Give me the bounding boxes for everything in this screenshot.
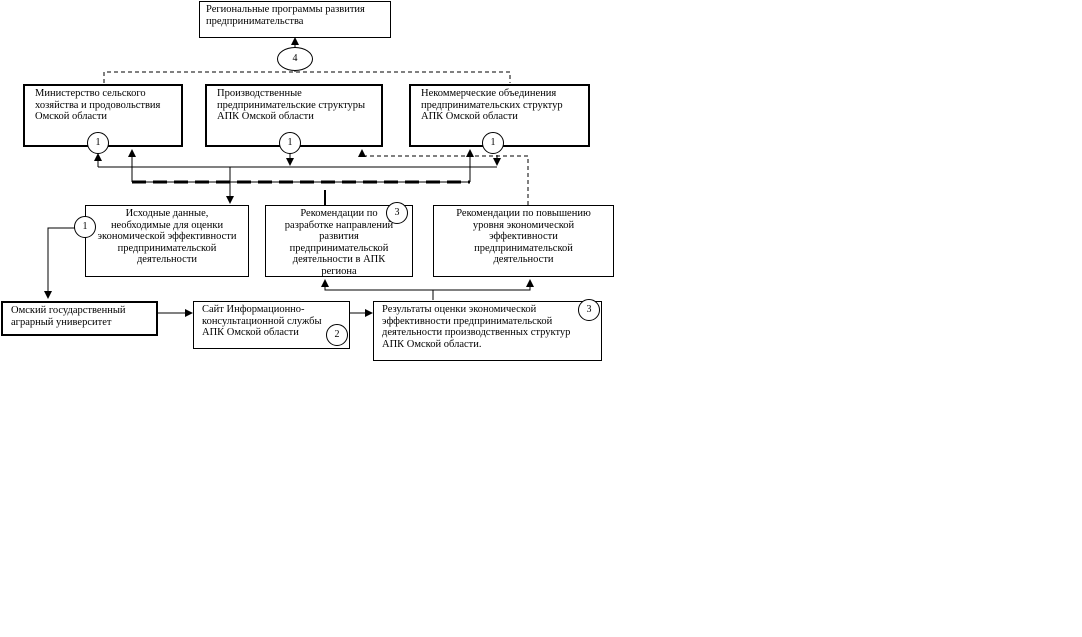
marker-ministry: 1 [87, 132, 109, 154]
production-structures-label: Производственные предпринимательские стр… [217, 88, 366, 122]
dashed-link-regional [103, 71, 511, 83]
arrow-to-recommendations-directions [321, 279, 433, 291]
noncommercial-label: Некоммерческие объединения предпринимате… [421, 88, 563, 122]
initial-data-label: Исходные данные, необходимые для оценки … [97, 208, 237, 265]
dashed-link-efficiency [358, 149, 529, 205]
initial-data-box: Исходные данные, необходимые для оценки … [85, 205, 249, 277]
marker-noncommercial: 1 [482, 132, 504, 154]
regional-programs-box: Региональные программы развития предприн… [199, 1, 391, 38]
arrow-to-recommendations-efficiency [433, 279, 534, 291]
ministry-label: Министерство сельского хозяйства и продо… [35, 88, 161, 122]
link-to-university [44, 227, 75, 299]
recommendations-efficiency-box: Рекомендации по повышению уровня экономи… [433, 205, 614, 277]
results-label: Результаты оценки экономической эффектив… [382, 304, 571, 350]
marker-initial-data: 1 [74, 216, 96, 238]
marker-recommendations: 3 [386, 202, 408, 224]
university-label: Омский государственный аграрный универси… [11, 305, 126, 328]
results-box: Результаты оценки экономической эффектив… [373, 301, 602, 361]
regional-programs-label: Региональные программы развития предприн… [206, 4, 365, 27]
marker-website: 2 [326, 324, 348, 346]
website-label: Сайт Информационно- консультационной слу… [202, 304, 322, 338]
recommendations-efficiency-label: Рекомендации по повышению уровня экономи… [456, 208, 591, 265]
website-box: Сайт Информационно- консультационной слу… [193, 301, 350, 349]
marker-results: 3 [578, 299, 600, 321]
marker-production: 1 [279, 132, 301, 154]
marker-regional: 4 [277, 47, 313, 71]
recommendations-directions-label: Рекомендации по разработке направлений р… [284, 208, 394, 277]
university-box: Омский государственный аграрный универси… [1, 301, 158, 336]
